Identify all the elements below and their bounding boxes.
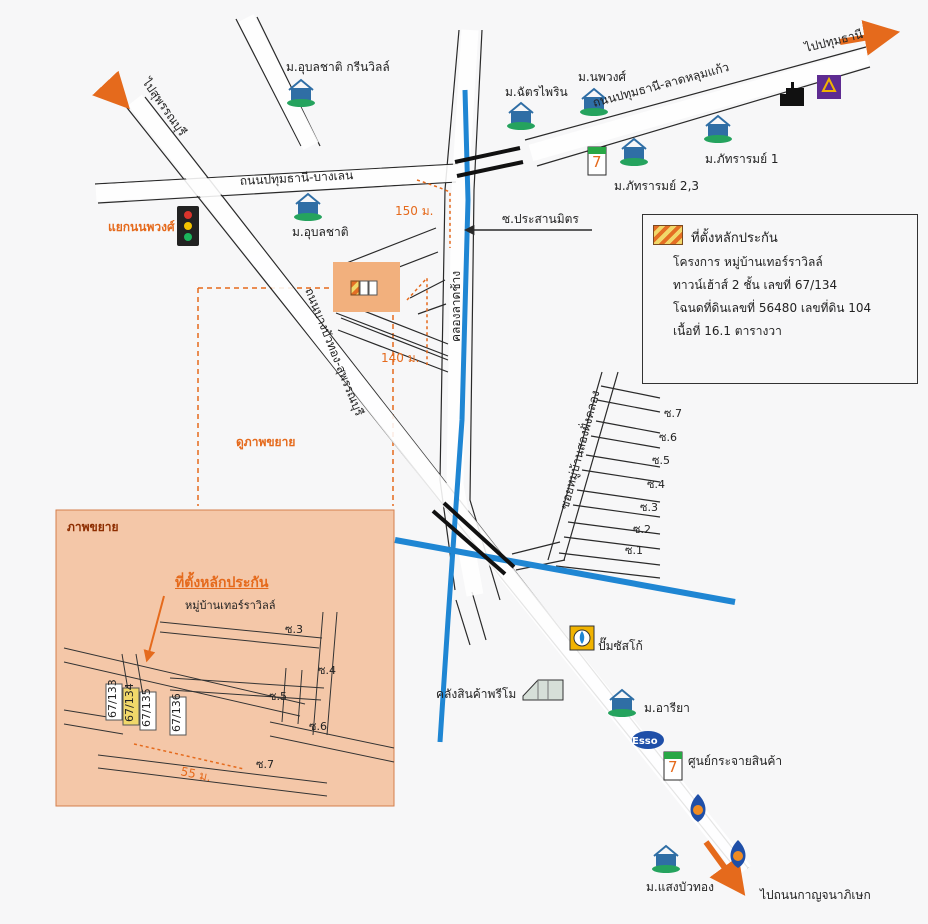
inset-soi-3: ซ.3	[285, 623, 303, 636]
inset-soi-5: ซ.5	[269, 690, 287, 703]
soi-4: ซ.4	[647, 478, 665, 491]
view-larger-label: ดูภาพขยาย	[236, 435, 295, 450]
soi-5: ซ.5	[652, 454, 670, 467]
legend-box: ที่ตั้งหลักประกัน โครงการ หมู่บ้านเทอร์ร…	[642, 214, 918, 384]
inset-soi-6: ซ.6	[309, 720, 327, 733]
site-subtitle: หมู่บ้านเทอร์ราวิลล์	[185, 599, 276, 612]
lot-67-134: 67/134	[123, 683, 136, 722]
place-ubonchat-green: ม.อุบลชาติ กรีนวิลล์	[286, 60, 390, 75]
place-saengbuathong: ม.แสงบัวทอง	[646, 880, 714, 894]
svg-text:7: 7	[592, 153, 602, 171]
place-phattharam1: ม.ภัทรารมย์ 1	[705, 152, 779, 166]
lot-67-135: 67/135	[140, 688, 153, 727]
soi-6: ซ.6	[659, 431, 677, 444]
soi-3: ซ.3	[640, 501, 658, 514]
inset-title: ภาพขยาย	[67, 520, 119, 534]
lot-67-133: 67/133	[106, 679, 119, 718]
place-warehouse: คลังสินค้าพรีโม	[436, 687, 516, 701]
distance-55: 55 ม.	[179, 764, 212, 784]
road-label-to-kanchanaphisek: ไปถนนกาญจนาภิเษก	[759, 888, 871, 902]
place-junction: แยกนนพวงศ์	[108, 220, 175, 234]
distance-150: 150 ม.	[395, 204, 433, 218]
legend-line-2: ทาวน์เฮ้าส์ 2 ชั้น เลขที่ 67/134	[673, 278, 838, 292]
road-label-to-pathum: ไปปทุมธานี	[802, 27, 864, 56]
map-icons: 7 7 Esso	[177, 75, 841, 873]
canal-line	[437, 89, 471, 743]
inset-soi-4: ซ.4	[318, 664, 336, 677]
distance-140: 140 ม.	[381, 351, 419, 365]
inset-roads	[63, 611, 395, 797]
soi-2: ซ.2	[633, 523, 651, 536]
canal-cross	[394, 537, 736, 605]
inset-lots	[105, 683, 187, 736]
soi-7: ซ.7	[664, 407, 682, 420]
place-phattharam23: ม.ภัทรารมย์ 2,3	[614, 179, 699, 193]
svg-text:Esso: Esso	[632, 736, 658, 747]
legend-line-4: เนื้อที่ 16.1 ตารางวา	[673, 324, 782, 338]
canal-label: คลองลาดช้าง	[449, 271, 463, 342]
place-chatchaiphirin: ม.ฉัตรไพริน	[505, 85, 568, 99]
place-distribution: ศูนย์กระจายสินค้า	[688, 754, 782, 769]
place-ariya: ม.อารียา	[644, 701, 690, 715]
inset-soi-7: ซ.7	[256, 758, 274, 771]
legend-line-3: โฉนดที่ดินเลขที่ 56480 เลขที่ดิน 104	[673, 301, 872, 315]
soi-prasan-label: ซ.ประสานมิตร	[502, 212, 579, 226]
place-ubonchat: ม.อุบลชาติ	[292, 225, 349, 240]
legend-hatch-swatch	[653, 225, 683, 245]
soi-1: ซ.1	[625, 544, 643, 557]
place-shell: ปั๊มซัสโก้	[598, 637, 643, 653]
legend-line-1: โครงการ หมู่บ้านเทอร์ราวิลล์	[673, 255, 823, 269]
svg-text:7: 7	[668, 758, 678, 776]
legend-title: ที่ตั้งหลักประกัน	[691, 231, 778, 246]
place-naphong: ม.นพวงศ์	[578, 70, 626, 84]
site-title: ที่ตั้งหลักประกัน	[175, 575, 269, 591]
lot-67-136: 67/136	[170, 693, 183, 732]
